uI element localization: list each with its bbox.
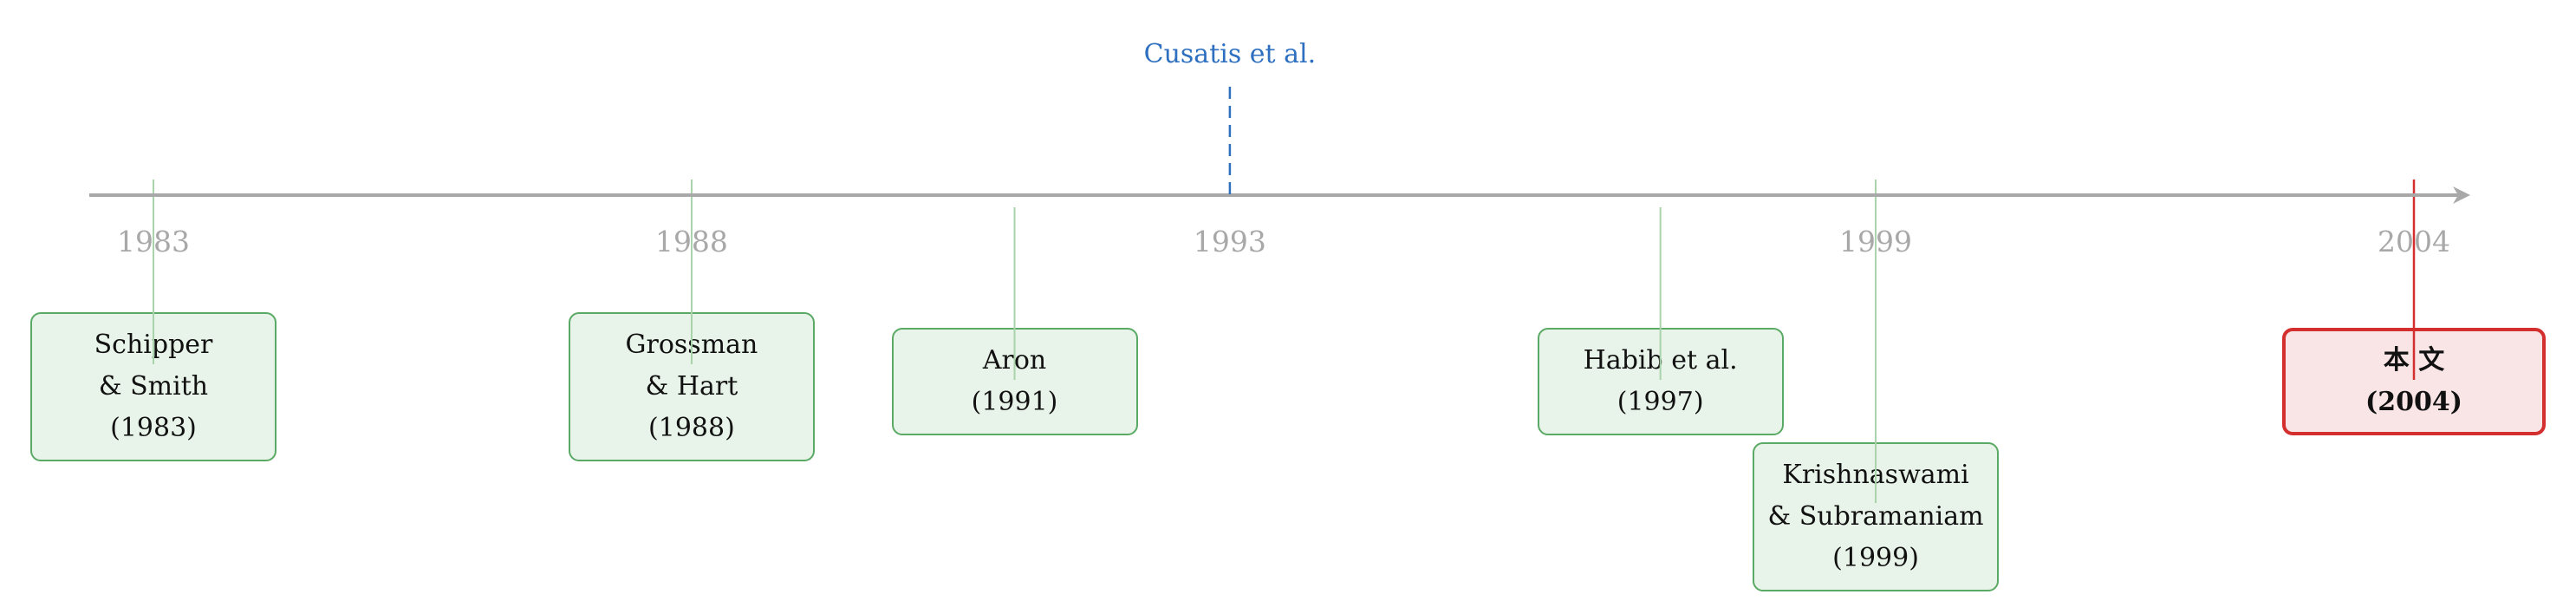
event-text-line: Aron: [982, 345, 1047, 376]
year-label-1993: 1993: [1193, 225, 1266, 258]
event-box: Krishnaswami & Subramaniam (1999): [1753, 442, 2000, 591]
event-box: Grossman & Hart (1988): [568, 312, 815, 461]
event-text-line: (1997): [1617, 387, 1704, 417]
year-label-1983: 1983: [117, 225, 190, 258]
year-label-1988: 1988: [654, 225, 728, 258]
marker-label: Cusatis et al.: [1143, 39, 1317, 69]
event-text-line: & Hart: [645, 371, 738, 402]
event-text-line: Habib et al.: [1583, 345, 1738, 376]
event-text-line: Schipper: [94, 330, 213, 360]
year-label-2004: 2004: [2378, 225, 2450, 258]
event-text-line: (1999): [1832, 543, 1919, 573]
event-text-line: (2004): [2365, 387, 2462, 417]
event-text-line: (1988): [648, 413, 735, 443]
event-text-line: Krishnaswami: [1782, 460, 1969, 490]
event-box: Schipper & Smith (1983): [30, 312, 276, 461]
event-box-highlighted: 本 文 (2004): [2282, 328, 2546, 435]
year-label-1999: 1999: [1839, 225, 1913, 258]
event-text-line: & Subramaniam: [1767, 501, 1984, 532]
event-box: Aron (1991): [891, 328, 1138, 435]
event-text-line: 本 文: [2383, 345, 2445, 376]
event-box: Habib et al. (1997): [1537, 328, 1784, 435]
event-text-line: & Smith: [98, 371, 209, 402]
axis-arrowhead: [2453, 186, 2470, 204]
connectors-layer: [153, 180, 2416, 503]
event-text-line: (1991): [971, 387, 1058, 417]
event-text-line: Grossman: [625, 330, 758, 360]
event-text-line: (1983): [110, 413, 197, 443]
